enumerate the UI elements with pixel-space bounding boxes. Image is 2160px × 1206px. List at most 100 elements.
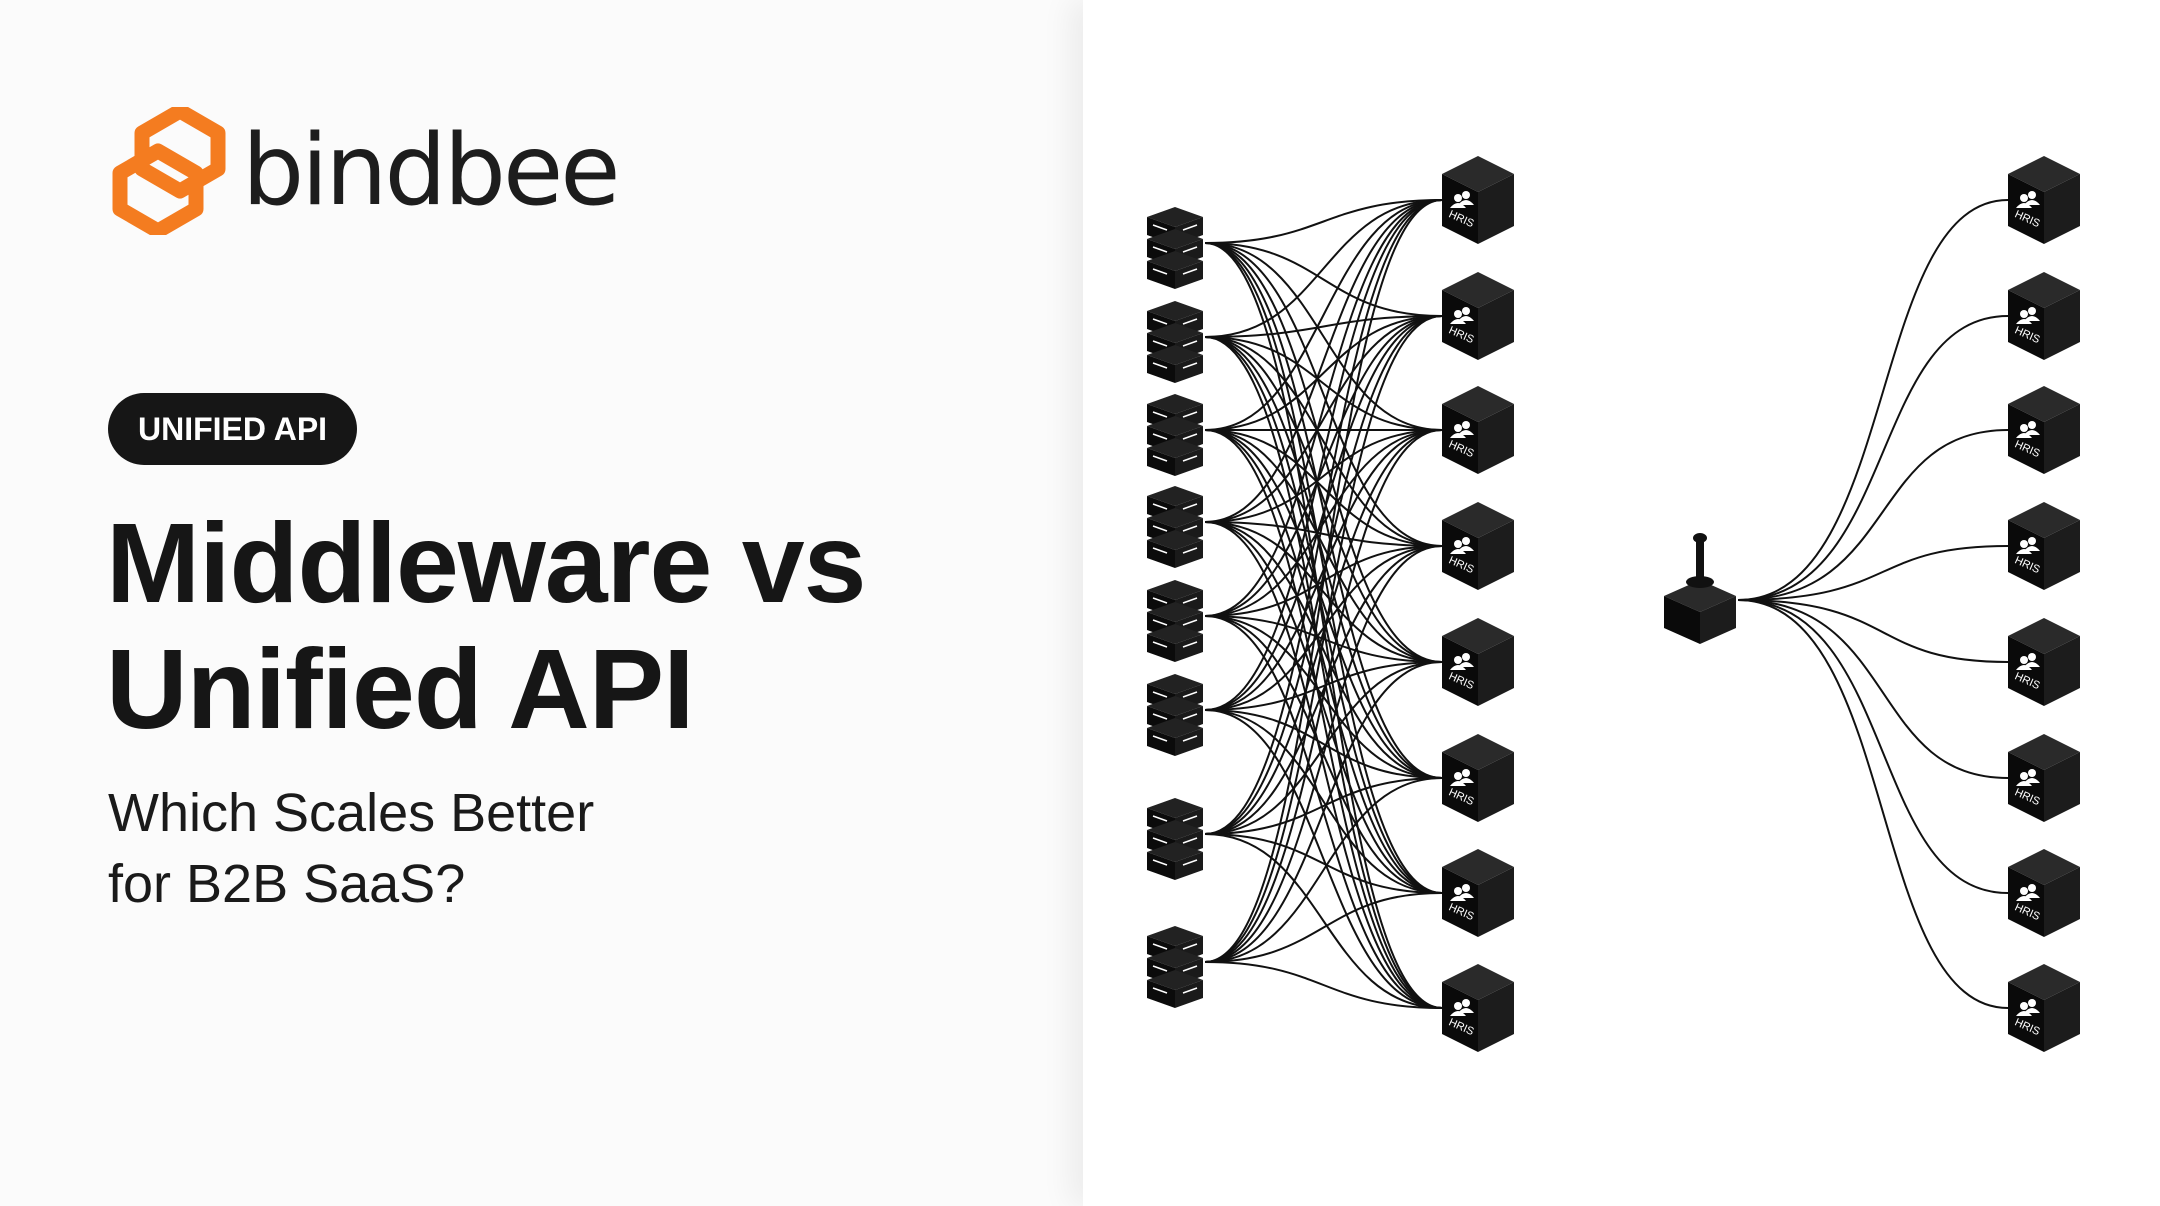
hris-box-icon: HRIS [1442, 618, 1514, 706]
mesh-connection [1204, 199, 1443, 431]
mesh-connection [1204, 429, 1443, 547]
hub-connection [1737, 599, 2009, 779]
mesh-connection [1204, 336, 1443, 1009]
right-panel [1083, 0, 2160, 1206]
mesh-connection [1204, 521, 1443, 663]
mesh-connection [1204, 199, 1443, 338]
mesh-connection [1204, 521, 1443, 779]
mesh-connection [1204, 242, 1443, 431]
mesh-connection [1204, 521, 1443, 547]
title-line-1: Middleware vs [106, 500, 866, 626]
mesh-connection [1204, 545, 1443, 963]
mesh-connection [1204, 199, 1443, 835]
hub-connection [1737, 599, 2009, 894]
mesh-connection [1204, 336, 1443, 431]
server-stack-icon [1147, 798, 1203, 880]
server-stack-icon [1147, 394, 1203, 476]
server-stack-icon [1147, 301, 1203, 383]
server-stack-icon [1147, 207, 1203, 289]
mesh-connection [1204, 336, 1443, 894]
hris-box-icon: HRIS [2008, 272, 2080, 360]
hub-connection [1737, 545, 2009, 601]
mesh-connection [1204, 833, 1443, 1009]
server-stack-icon [1147, 580, 1203, 662]
mesh-connection [1204, 429, 1443, 711]
hub-connection [1737, 599, 2009, 1009]
mesh-connection [1204, 661, 1443, 711]
mesh-connection [1204, 521, 1443, 894]
page-title: Middleware vs Unified API [106, 500, 1066, 752]
server-stack-icon [1147, 674, 1203, 756]
hub-connection [1737, 199, 2009, 601]
hub-connection [1737, 315, 2009, 601]
mesh-connection [1204, 429, 1443, 1009]
mesh-connection [1204, 777, 1443, 835]
hris-box-icon: HRIS [1442, 964, 1514, 1052]
mesh-connection [1204, 521, 1443, 1009]
mesh-connection [1204, 242, 1443, 547]
hris-box-icon: HRIS [1442, 734, 1514, 822]
mesh-connection [1204, 777, 1443, 963]
hub-connection [1737, 599, 2009, 663]
hris-box-icon: HRIS [2008, 502, 2080, 590]
hris-box-icon: HRIS [1442, 502, 1514, 590]
mesh-connection [1204, 661, 1443, 835]
hris-box-icon: HRIS [2008, 156, 2080, 244]
bindbee-hexagon-icon [112, 107, 226, 235]
hris-box-icon: HRIS [2008, 618, 2080, 706]
mesh-connection [1204, 429, 1443, 779]
hris-box-icon: HRIS [2008, 386, 2080, 474]
server-stack-icon [1147, 926, 1203, 1008]
hris-box-icon: HRIS [1442, 272, 1514, 360]
mesh-connection [1204, 315, 1443, 431]
mesh-connection [1204, 429, 1443, 963]
title-line-2: Unified API [106, 626, 694, 752]
connection-lines [1204, 199, 2009, 1009]
mesh-connection [1204, 892, 1443, 963]
hris-box-icon: HRIS [2008, 964, 2080, 1052]
subtitle-line-1: Which Scales Better [108, 783, 595, 843]
category-badge: UNIFIED API [108, 393, 358, 465]
subtitle-line-2: for B2B SaaS? [108, 854, 466, 914]
mesh-connection [1204, 429, 1443, 663]
mesh-connection [1204, 709, 1443, 894]
mesh-connection [1204, 545, 1443, 711]
mesh-connection [1204, 709, 1443, 1009]
mesh-connection [1204, 315, 1443, 963]
hris-box-icon: HRIS [2008, 734, 2080, 822]
mesh-connection [1204, 833, 1443, 894]
mesh-connection [1204, 242, 1443, 1009]
hris-box-icon: HRIS [1442, 156, 1514, 244]
mesh-connection [1204, 545, 1443, 835]
mesh-connection [1204, 199, 1443, 523]
mesh-connection [1204, 709, 1443, 779]
mesh-connection [1204, 315, 1443, 523]
joystick-box-icon [1664, 533, 1736, 644]
mesh-connection [1204, 336, 1443, 663]
mesh-connection [1204, 336, 1443, 779]
mesh-connection [1204, 961, 1443, 1009]
mesh-connection [1204, 315, 1443, 617]
mesh-connection [1204, 429, 1443, 523]
hris-box-icon: HRIS [1442, 386, 1514, 474]
left-panel: bindbee UNIFIED API Middleware vs Unifie… [106, 106, 1066, 920]
mesh-connection [1204, 315, 1443, 338]
brand-name: bindbee [242, 114, 621, 228]
brand-logo: bindbee [108, 106, 621, 236]
hris-box-icon: HRIS [2008, 849, 2080, 937]
hub-connection [1737, 429, 2009, 601]
mesh-connection [1204, 199, 1443, 617]
mesh-connection [1204, 242, 1443, 317]
server-stack-icon [1147, 486, 1203, 568]
mesh-connection [1204, 661, 1443, 963]
hris-box-icon: HRIS [1442, 849, 1514, 937]
mesh-connection [1204, 429, 1443, 894]
page-subtitle: Which Scales Better for B2B SaaS? [108, 778, 908, 920]
mesh-connection [1204, 199, 1443, 244]
mesh-connection [1204, 336, 1443, 547]
mesh-connection [1204, 199, 1443, 963]
mesh-connection [1204, 429, 1443, 617]
mesh-connection [1204, 199, 1443, 711]
mesh-connection [1204, 429, 1443, 835]
